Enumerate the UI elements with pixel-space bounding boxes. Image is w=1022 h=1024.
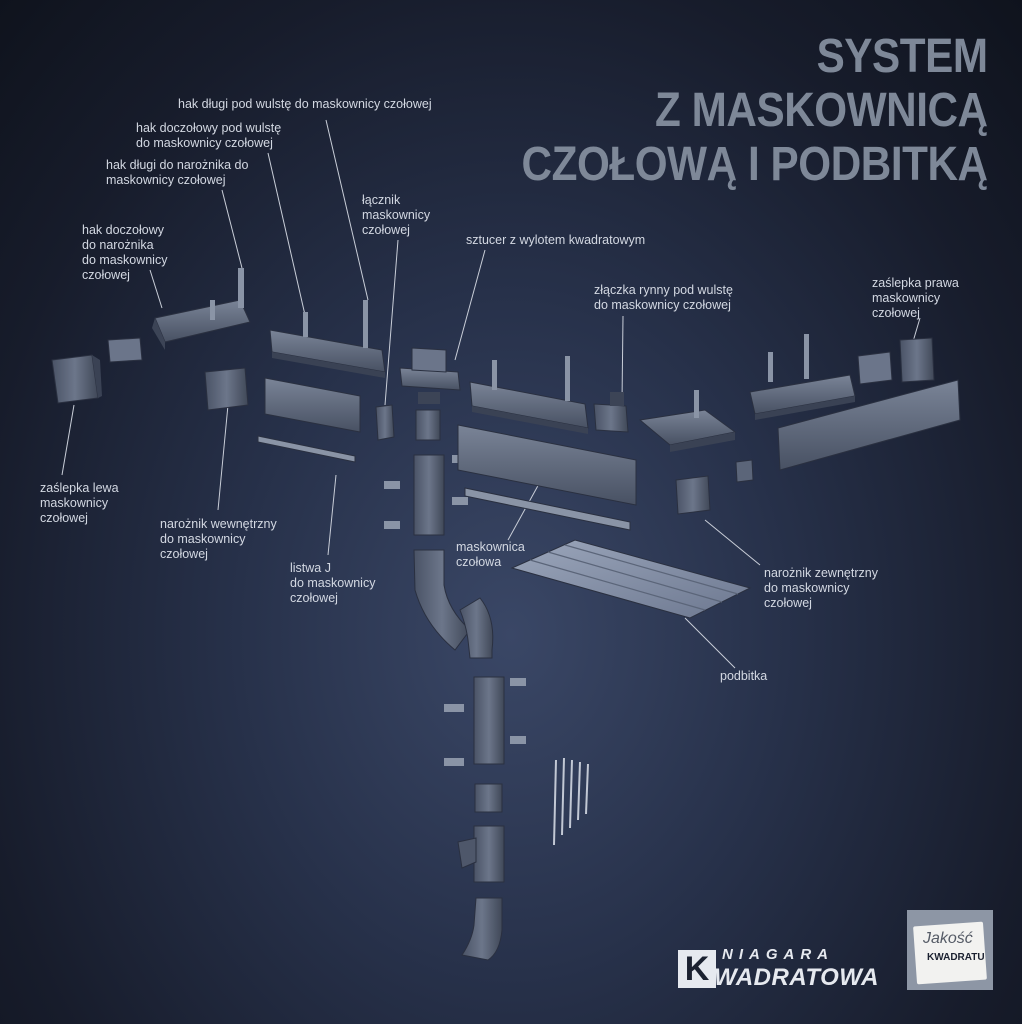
lacznik-part	[375, 404, 395, 441]
naroznik-wewnetrzny-part	[204, 367, 249, 411]
label-hak-dlugi-naroznik: hak długi do narożnika do maskownicy czo…	[106, 158, 249, 187]
kolano-1	[413, 549, 471, 651]
title-line-2: Z MASKOWNICĄ	[655, 84, 988, 137]
leader-naroznik-wewnetrzny	[217, 404, 229, 511]
title-line-1: SYSTEM	[816, 30, 988, 83]
brand-letter: K	[678, 950, 716, 988]
naroznik-zewnetrzny-part	[675, 459, 754, 515]
rura-krotka-2	[474, 783, 503, 813]
label-naroznik-zewnetrzny: narożnik zewnętrzny do maskownicy czołow…	[764, 566, 878, 610]
rynna-prawa-part	[749, 334, 856, 420]
leader-zlaczka	[621, 315, 624, 403]
rura-krotka-part	[415, 409, 441, 441]
label-hak-doczolowy-naroznik: hak doczołowy do narożnika do maskownicy…	[82, 223, 168, 282]
kolano-2	[459, 597, 494, 659]
leader-sztucer	[454, 249, 486, 361]
label-hak-dlugi-wulst: hak długi pod wulstę do maskownicy czoło…	[178, 97, 432, 111]
leader-hak-dlugi-wulst	[325, 119, 369, 301]
badge-line-1: Jakość	[923, 930, 973, 947]
label-sztucer: sztucer z wylotem kwadratowym	[466, 233, 646, 247]
zlaczka-rynny-part	[593, 392, 629, 433]
brand-line-2: WADRATOWA	[714, 964, 879, 991]
small-cap-part	[107, 337, 143, 363]
rura-spustowa-srodek	[444, 676, 526, 766]
leader-lines	[61, 119, 921, 669]
brand-line-1: NIAGARA	[722, 946, 834, 963]
label-naroznik-wewnetrzny: narożnik wewnętrzny do maskownicy czołow…	[160, 517, 277, 561]
rynna-srodek-part	[469, 356, 589, 434]
sztucer-part	[399, 347, 461, 404]
wkrety-part	[553, 757, 589, 846]
leader-hak-doczolowy-naroznik	[149, 269, 163, 309]
leader-naroznik-zewnetrzny	[704, 519, 761, 566]
listwa-j-part	[257, 435, 356, 463]
quality-badge: Jakość KWADRATU	[907, 910, 993, 990]
listwa-j-2	[464, 487, 631, 531]
maskownica-panel-right	[777, 379, 961, 471]
leader-listwa-j	[327, 474, 337, 556]
leader-hak-doczolowy-wulst	[267, 152, 306, 316]
label-maskownica: maskownica czołowa	[456, 540, 525, 569]
label-zaslepka-lewa: zaślepka lewa maskownicy czołowej	[40, 481, 119, 525]
podbitka-part	[510, 539, 752, 619]
naroznik-hak-part	[152, 268, 251, 350]
kolano-dolne	[461, 897, 503, 961]
maskownica-czolowa-part	[457, 424, 637, 506]
label-zaslepka-prawa: zaślepka prawa maskownicy czołowej	[872, 276, 959, 320]
rynna-hak-doczolowy-part	[269, 300, 386, 378]
leader-lacznik	[384, 239, 399, 406]
leader-zaslepka-lewa	[61, 404, 75, 476]
label-zlaczka: złączka rynny pod wulstę do maskownicy c…	[594, 283, 733, 312]
label-hak-doczolowy-wulst: hak doczołowy pod wulstę do maskownicy c…	[136, 121, 282, 150]
zaslepka-lewa-part	[51, 354, 102, 404]
label-lacznik: łącznik maskownicy czołowej	[362, 193, 431, 237]
naroznik-prawy-gutter	[638, 390, 737, 452]
diagram-title: SYSTEM Z MASKOWNICĄ CZOŁOWĄ I PODBITKĄ	[458, 30, 989, 192]
leader-podbitka	[684, 617, 736, 669]
brand-logo: NIAGARA K WADRATOWA	[676, 944, 881, 992]
title-line-3: CZOŁOWĄ I PODBITKĄ	[521, 138, 989, 191]
leader-hak-dlugi-naroznik	[221, 189, 243, 269]
trojnik-part	[457, 825, 505, 883]
label-podbitka: podbitka	[720, 669, 768, 683]
label-listwa-j: listwa J do maskownicy czołowej	[290, 561, 376, 605]
zaslepka-prawa-part	[857, 337, 935, 385]
rura-spustowa-gora	[384, 454, 468, 536]
badge-line-2: KWADRATU	[927, 952, 985, 963]
leader-maskownica	[507, 481, 541, 541]
maskownica-panel-left	[264, 377, 361, 433]
